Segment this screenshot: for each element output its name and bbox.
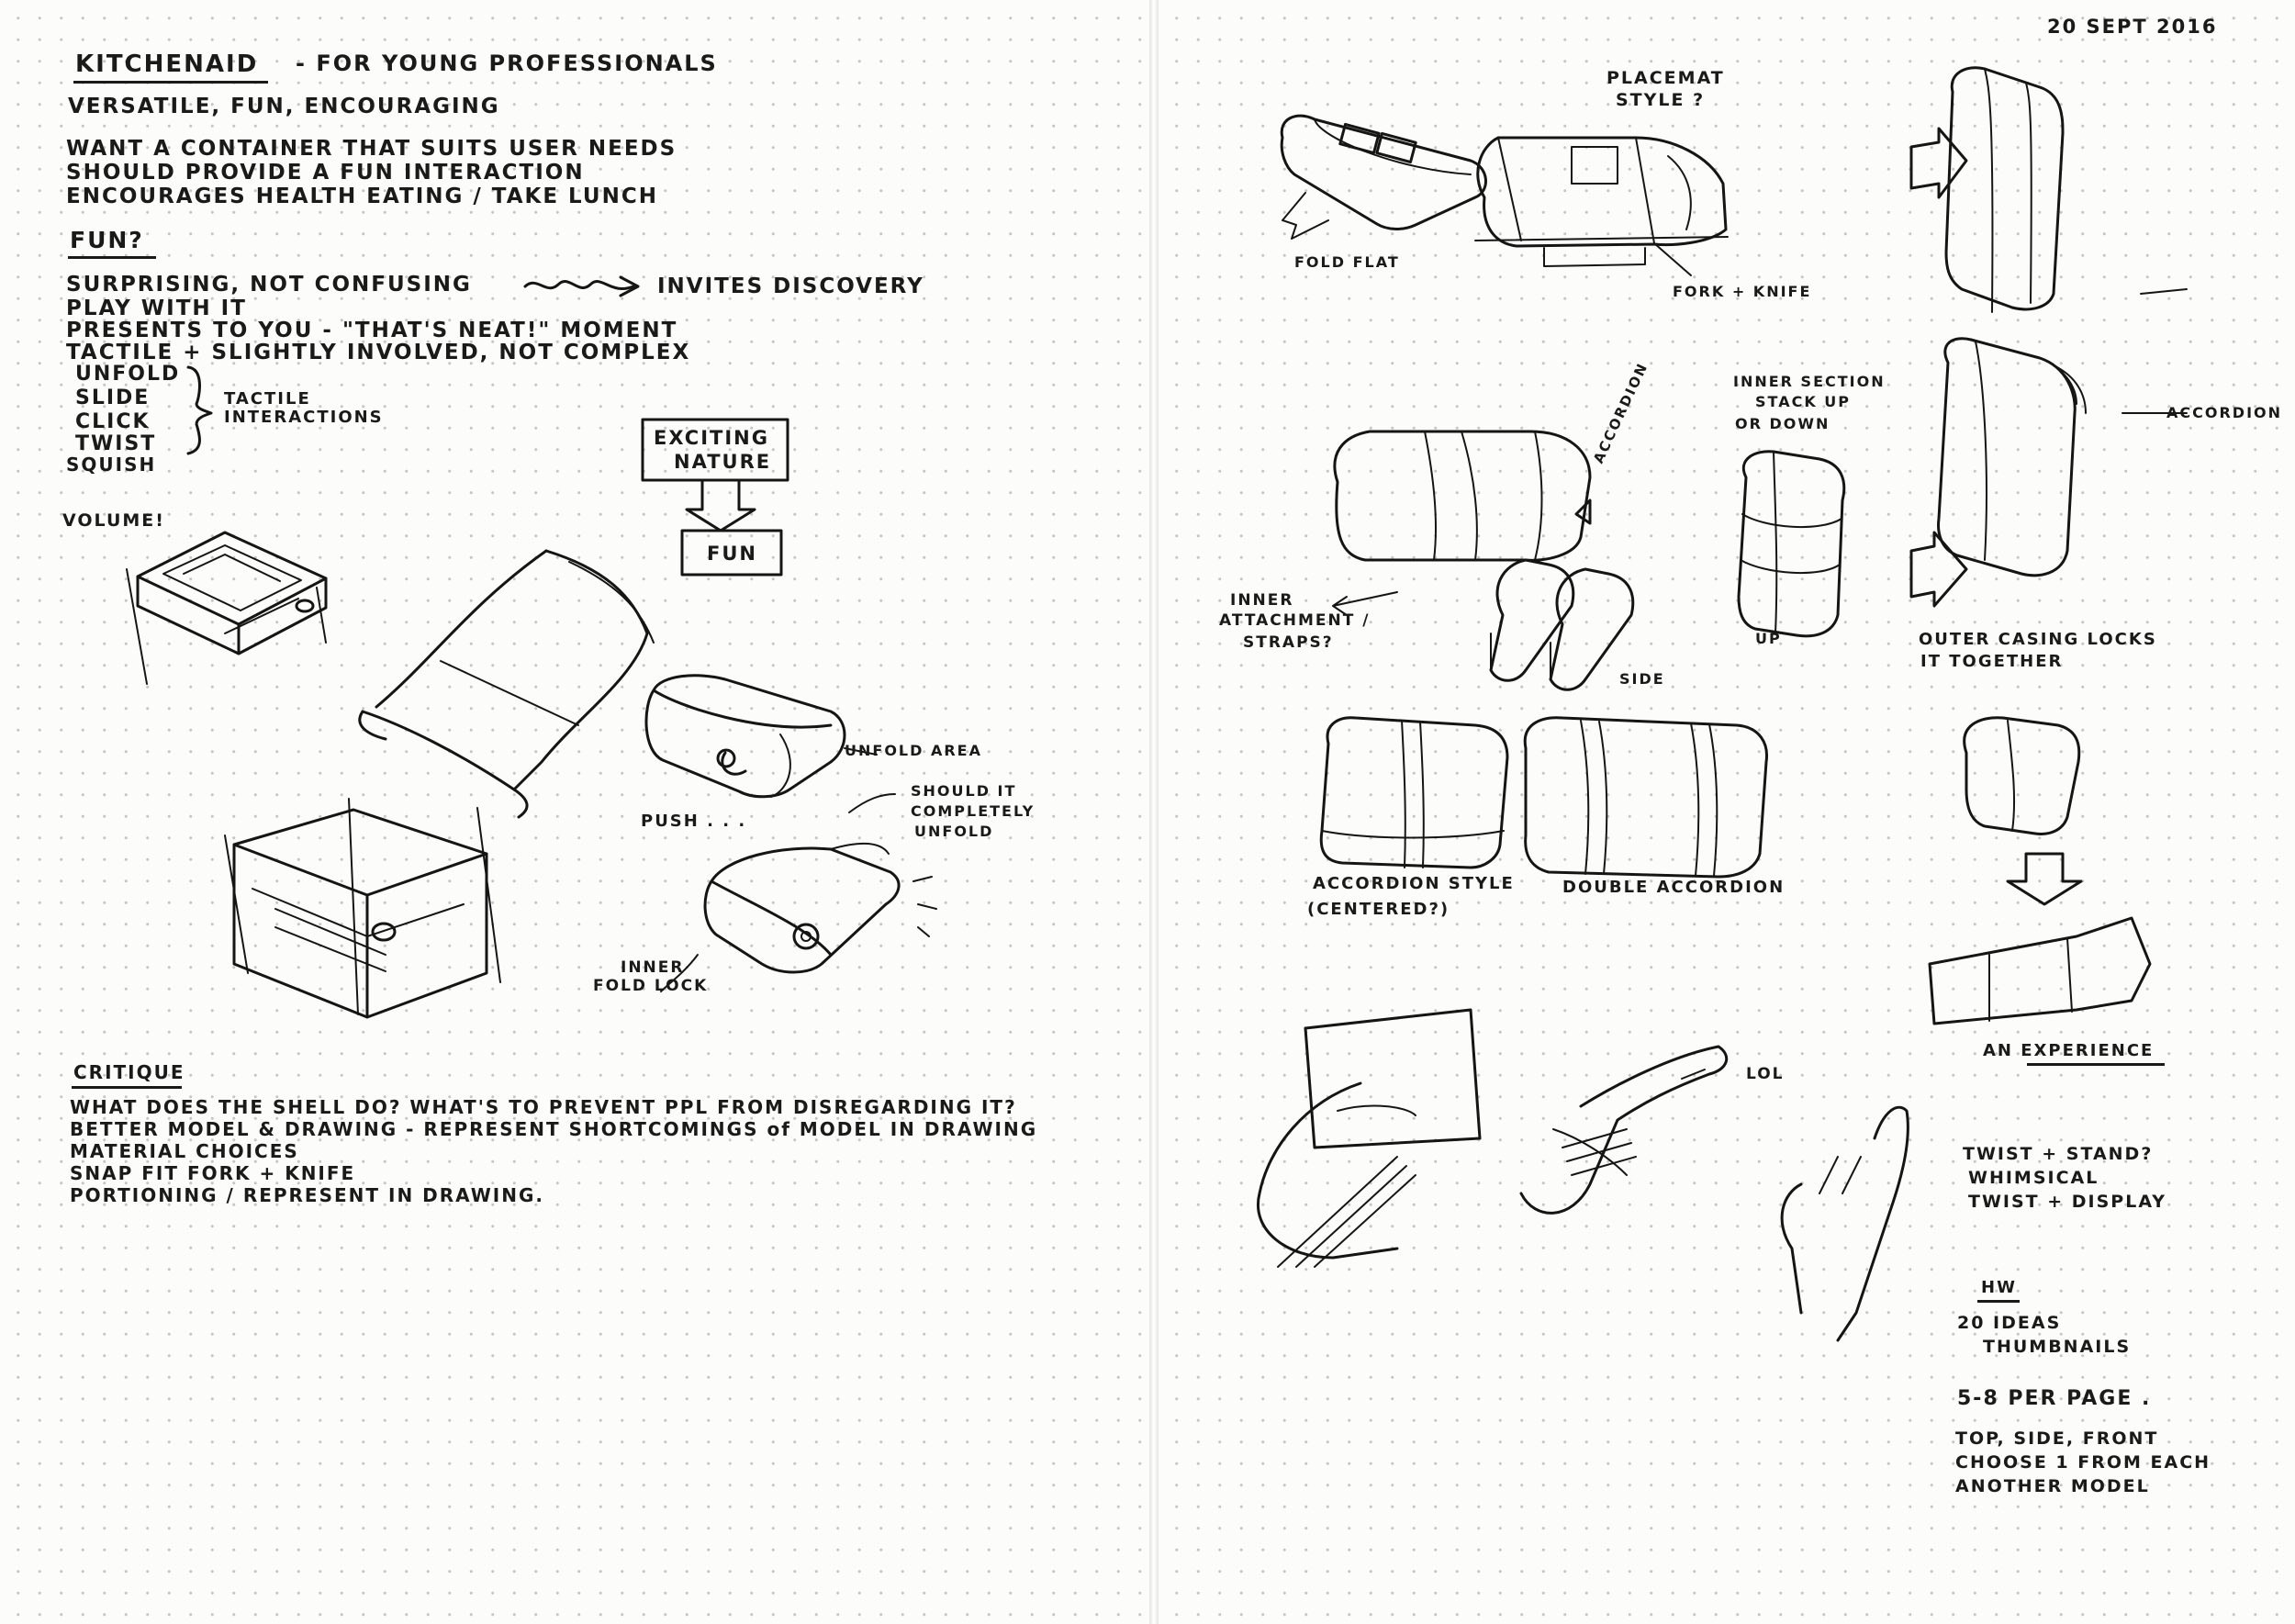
interactions-label: INTERACTIONS bbox=[224, 408, 384, 427]
volume-box-sketch bbox=[126, 531, 328, 685]
annotation-arrows bbox=[1332, 242, 2188, 1080]
sketch-label: PLACEMAT bbox=[1606, 68, 1725, 88]
sketch-label: UNFOLD bbox=[914, 823, 994, 840]
sketch-label: STACK UP bbox=[1755, 393, 1852, 410]
interactions-label: TACTILE bbox=[224, 389, 311, 409]
fun-line: TACTILE + SLIGHTLY INVOLVED, NOT COMPLEX bbox=[66, 341, 691, 364]
side-capsules-sketch bbox=[1489, 558, 1635, 691]
experience-sketch bbox=[1928, 716, 2152, 1025]
interactions-brace bbox=[186, 365, 213, 455]
left-notebook-page: KITCHENAID - FOR YOUNG PROFESSIONALS VER… bbox=[0, 0, 1149, 1624]
hw-underline bbox=[1977, 1300, 2020, 1303]
sketch-label: (CENTERED?) bbox=[1307, 900, 1450, 919]
sketch-label: SHOULD IT bbox=[911, 782, 1017, 800]
fun-line: SURPRISING, NOT CONFUSING bbox=[66, 273, 472, 297]
flow-diagram bbox=[641, 418, 789, 577]
tall-case-sketch bbox=[1909, 66, 2065, 313]
hw-line: 5-8 PER PAGE . bbox=[1957, 1387, 2152, 1410]
goal-line: WANT A CONTAINER THAT SUITS USER NEEDS bbox=[66, 137, 677, 161]
sketch-label: FORK + KNIFE bbox=[1673, 283, 1812, 300]
hw-line: TOP, SIDE, FRONT bbox=[1955, 1428, 2159, 1449]
flow-box-text: EXCITING bbox=[654, 427, 769, 449]
accordion-centered-sketch bbox=[1319, 716, 1509, 869]
critique-line: WHAT DOES THE SHELL DO? WHAT'S TO PREVEN… bbox=[70, 1096, 1017, 1118]
critique-line: BETTER MODEL & DRAWING - REPRESENT SHORT… bbox=[70, 1118, 1038, 1140]
critique-heading: CRITIQUE bbox=[73, 1061, 185, 1083]
twist-note: WHIMSICAL bbox=[1968, 1168, 2099, 1188]
placemat-tray-sketch bbox=[1474, 136, 1729, 267]
invites-discovery-note: INVITES DISCOVERY bbox=[657, 274, 924, 298]
keywords-line: VERSATILE, FUN, ENCOURAGING bbox=[68, 95, 500, 118]
twist-note: TWIST + DISPLAY bbox=[1968, 1192, 2166, 1212]
fold-flat-tray-sketch bbox=[1280, 114, 1487, 240]
goal-line: SHOULD PROVIDE A FUN INTERACTION bbox=[66, 161, 585, 185]
sketch-label: FOLD LOCK bbox=[593, 977, 709, 995]
page-date: 20 SEPT 2016 bbox=[2047, 16, 2218, 38]
goal-line: ENCOURAGES HEALTH EATING / TAKE LUNCH bbox=[66, 185, 658, 208]
hw-line: ANOTHER MODEL bbox=[1955, 1476, 2150, 1496]
notebook-subtitle: - FOR YOUNG PROFESSIONALS bbox=[296, 50, 718, 76]
flow-box-text: NATURE bbox=[674, 451, 772, 473]
critique-line: PORTIONING / REPRESENT IN DRAWING. bbox=[70, 1184, 544, 1206]
twist-note: TWIST + STAND? bbox=[1963, 1144, 2154, 1164]
right-notebook-page: 20 SEPT 2016 PLACEMAT STYLE ? FOLD FLAT … bbox=[1159, 0, 2295, 1624]
sketch-label: UP bbox=[1755, 630, 1782, 647]
interaction-item: SQUISH bbox=[66, 454, 157, 476]
critique-underline bbox=[72, 1086, 182, 1089]
squiggle-arrow bbox=[523, 275, 640, 297]
curved-ramp-sketch bbox=[358, 549, 655, 819]
fun-heading-underline bbox=[68, 256, 156, 259]
left-page-sketches bbox=[126, 418, 937, 1019]
interaction-item: SLIDE bbox=[75, 386, 151, 409]
critique-line: MATERIAL CHOICES bbox=[70, 1140, 299, 1162]
volume-label: VOLUME! bbox=[62, 510, 165, 531]
flow-box-text: FUN bbox=[707, 543, 757, 565]
experience-underline bbox=[2027, 1063, 2165, 1066]
sketch-label: FOLD FLAT bbox=[1294, 253, 1400, 271]
fun-heading: FUN? bbox=[70, 227, 144, 253]
sketch-label: UNFOLD AREA bbox=[845, 742, 982, 759]
sketch-label: INNER bbox=[1230, 591, 1294, 610]
hw-line: THUMBNAILS bbox=[1983, 1337, 2132, 1357]
sketch-label: IT TOGETHER bbox=[1920, 652, 2064, 671]
sketch-label: OR DOWN bbox=[1735, 415, 1830, 432]
fun-line: PRESENTS TO YOU - "THAT'S NEAT!" MOMENT bbox=[66, 319, 678, 342]
hw-line: 20 IDEAS bbox=[1957, 1313, 2062, 1333]
hw-line: CHOOSE 1 FROM EACH bbox=[1955, 1452, 2211, 1473]
right-page-sketches bbox=[1257, 66, 2188, 1342]
sketch-label: PUSH . . . bbox=[641, 812, 747, 831]
interaction-item: UNFOLD bbox=[75, 363, 181, 386]
sketch-label: SIDE bbox=[1619, 670, 1665, 688]
notebook-title: KITCHENAID bbox=[75, 50, 259, 78]
fun-line: PLAY WITH IT bbox=[66, 297, 247, 320]
interaction-item: CLICK bbox=[75, 410, 151, 433]
sketch-label: ATTACHMENT / bbox=[1219, 611, 1371, 630]
interaction-item: TWIST bbox=[75, 432, 157, 455]
frame-box-sketch bbox=[224, 798, 501, 1019]
unfold-area-sketch bbox=[644, 674, 878, 799]
hand-sketches bbox=[1257, 1008, 1909, 1342]
hw-heading: HW bbox=[1981, 1278, 2017, 1297]
sketch-label: AN EXPERIENCE bbox=[1983, 1041, 2155, 1060]
sketch-label: STYLE ? bbox=[1616, 90, 1706, 110]
title-underline bbox=[73, 81, 268, 84]
sketch-label: INNER SECTION bbox=[1733, 373, 1886, 390]
sketch-label: DOUBLE ACCORDION bbox=[1562, 878, 1786, 897]
inner-fold-lock-sketch bbox=[660, 793, 937, 992]
sketch-label: ACCORDION bbox=[2166, 404, 2283, 421]
sketch-label: COMPLETELY bbox=[911, 802, 1036, 820]
double-accordion-sketch bbox=[1523, 716, 1769, 879]
sketch-label: OUTER CASING LOCKS bbox=[1919, 630, 2157, 649]
sketch-label: STRAPS? bbox=[1243, 633, 1334, 652]
accordion-book-sketch bbox=[1909, 337, 2087, 608]
sketch-label: ACCORDION STYLE bbox=[1313, 874, 1515, 893]
sketch-label: INNER bbox=[621, 958, 685, 977]
sketch-label: LOL bbox=[1746, 1065, 1785, 1083]
accordion-pillow-sketch bbox=[1333, 430, 1592, 562]
notebook-gutter bbox=[1149, 0, 1159, 1624]
critique-line: SNAP FIT FORK + KNIFE bbox=[70, 1162, 356, 1184]
stackable-pill-sketch bbox=[1737, 450, 1846, 638]
